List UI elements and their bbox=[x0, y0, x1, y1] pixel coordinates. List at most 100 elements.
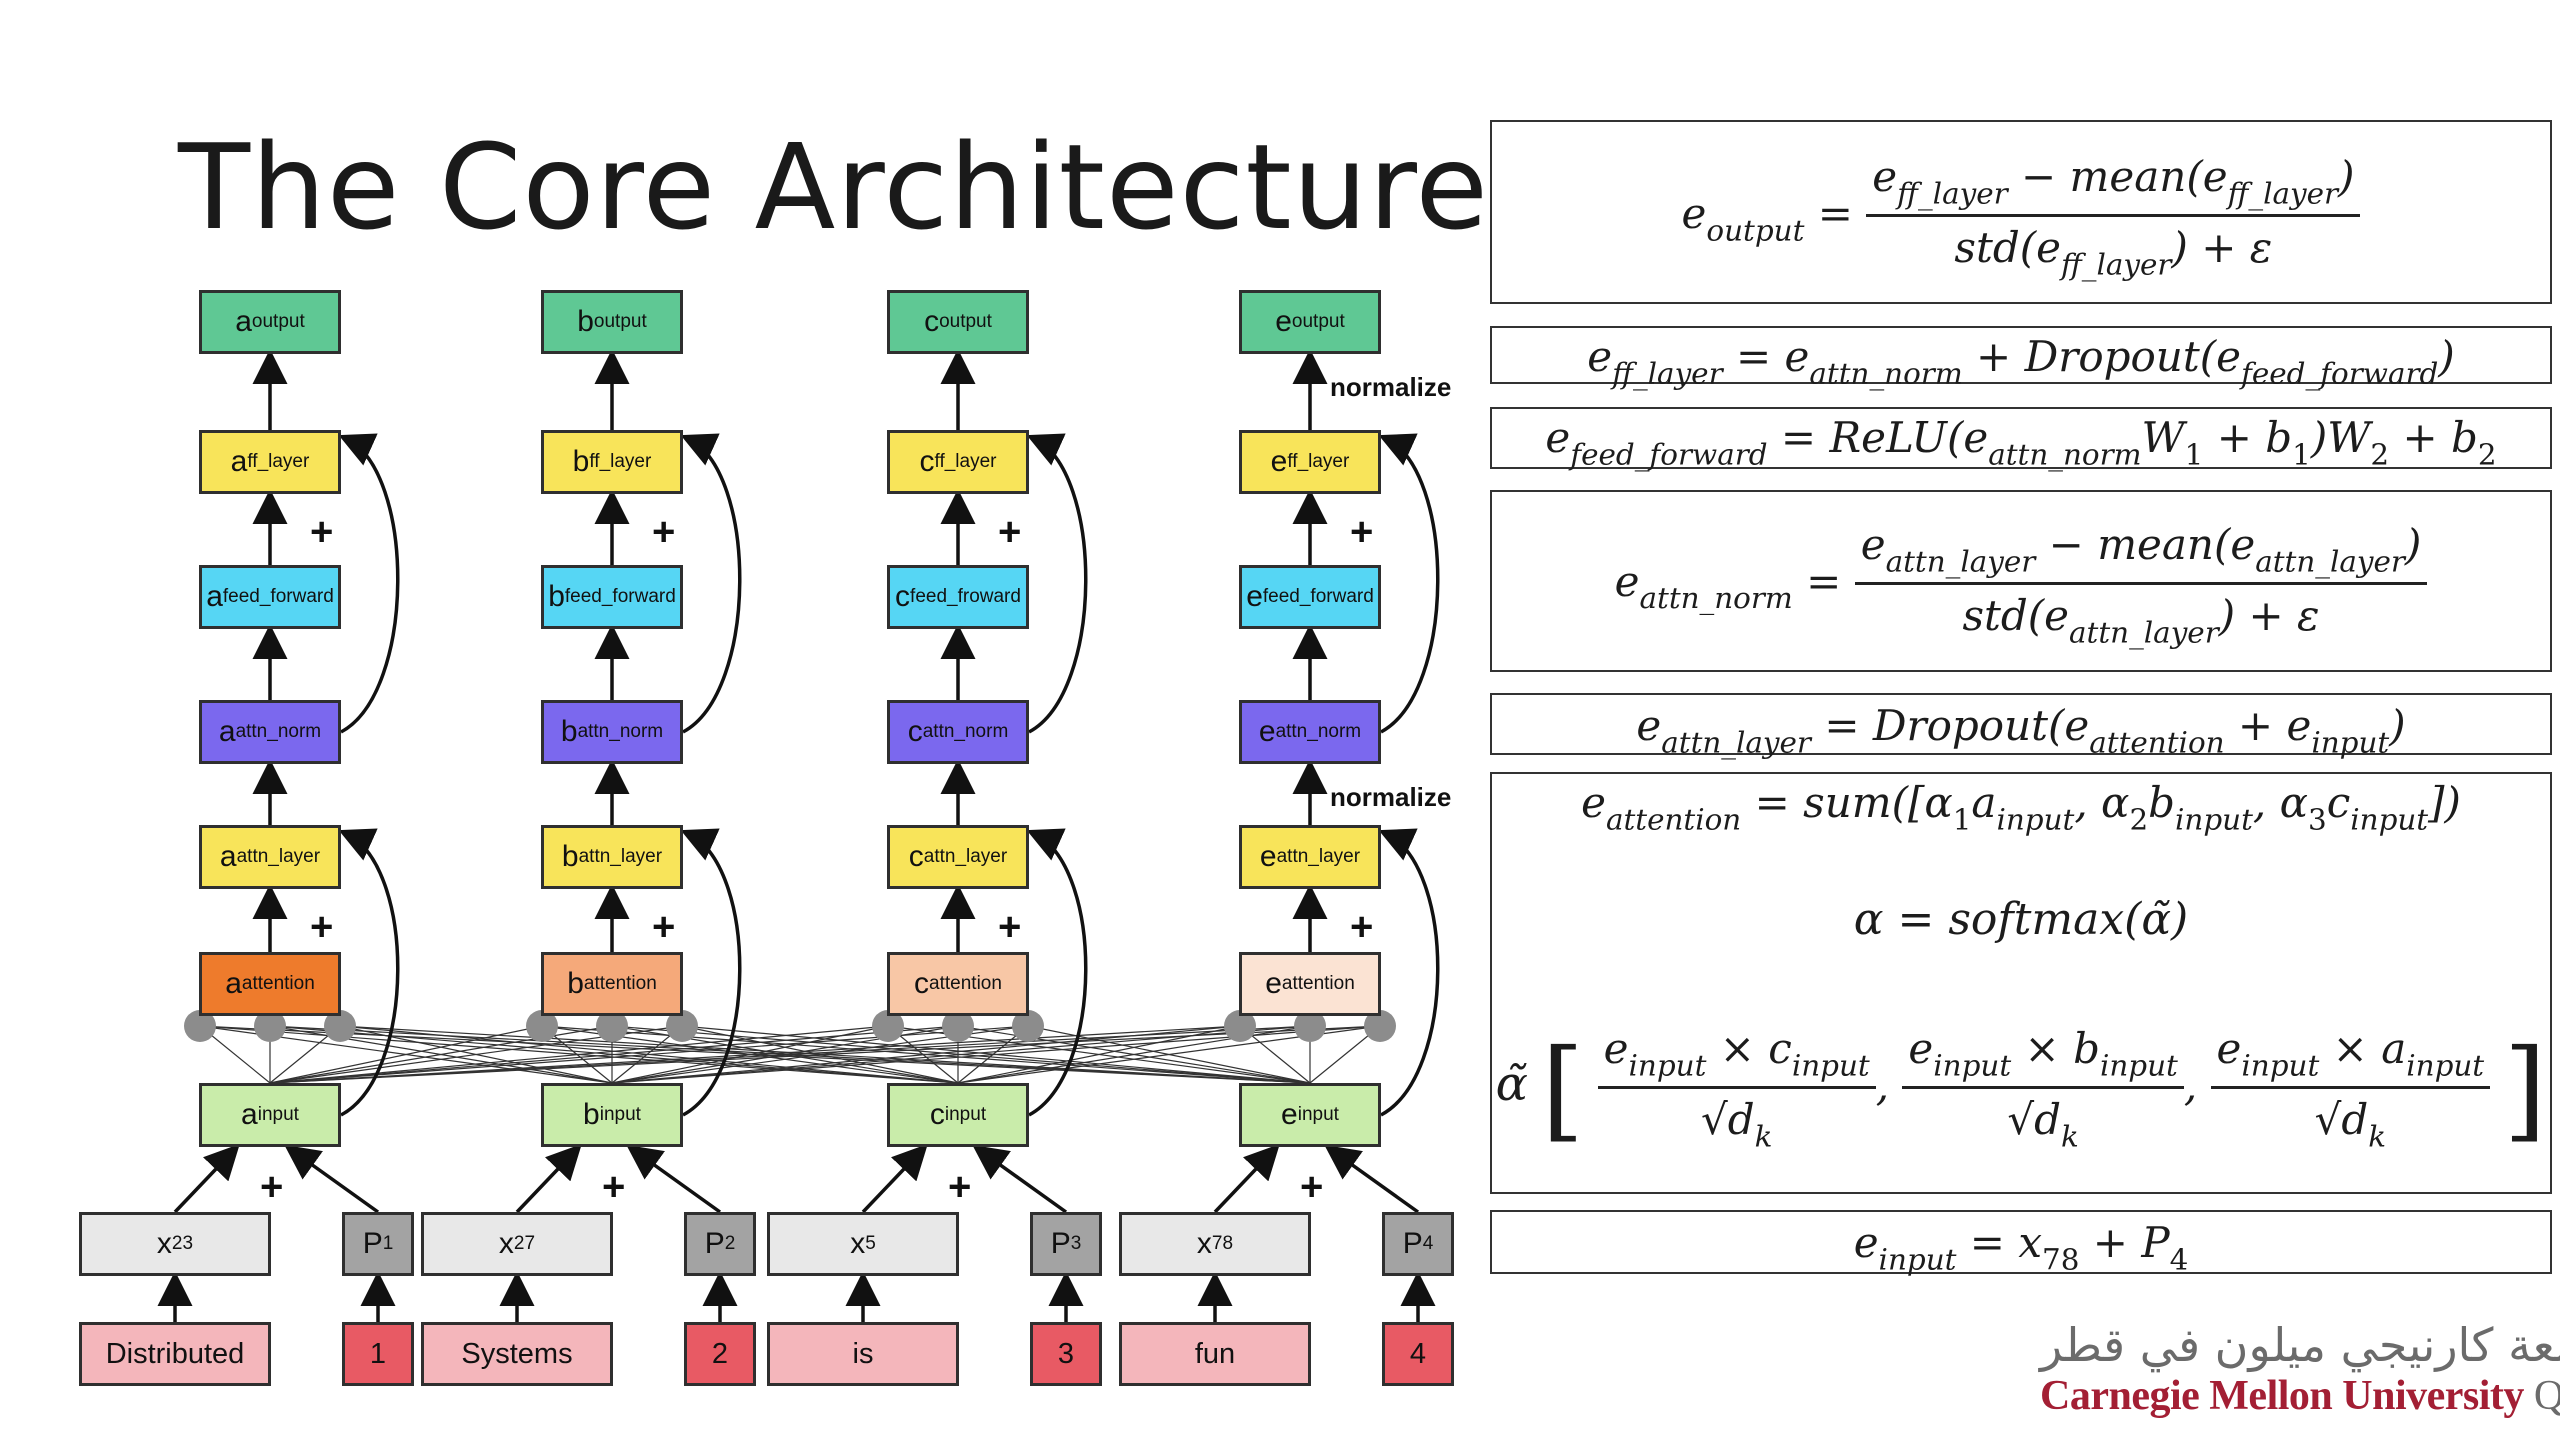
col-b-plus-input: + bbox=[602, 1165, 626, 1209]
col-e-residual-attn bbox=[1378, 828, 1440, 1117]
attention-node bbox=[1294, 1010, 1326, 1042]
col-e-residual-ff bbox=[1378, 433, 1440, 734]
attention-node bbox=[184, 1010, 216, 1042]
col-c-residual-attn bbox=[1026, 828, 1088, 1117]
equation-e-ff-layer: eff_layer = eattn_norm + Dropout(efeed_f… bbox=[1490, 326, 2552, 390]
col-c-arrow-pos-to-input bbox=[972, 1144, 1068, 1214]
col-b-word-box: Systems bbox=[421, 1322, 613, 1386]
attention-edge bbox=[611, 1025, 1311, 1084]
col-a-plus-ff: + bbox=[310, 510, 334, 554]
col-a-arrow-token-to-input bbox=[173, 1143, 240, 1214]
col-a-residual-ff bbox=[338, 433, 400, 734]
col-c-plus-input: + bbox=[948, 1165, 972, 1209]
attention-node bbox=[526, 1010, 558, 1042]
col-e-plus-attn: + bbox=[1350, 905, 1374, 949]
col-b-plus-attn: + bbox=[652, 905, 676, 949]
col-e-plus-ff: + bbox=[1350, 510, 1374, 554]
equation-e-attn-layer: eattn_layer = Dropout(eattention + einpu… bbox=[1490, 693, 2552, 759]
attention-node bbox=[942, 1010, 974, 1042]
attention-node bbox=[596, 1010, 628, 1042]
col-e-arrow-pos-to-input bbox=[1324, 1144, 1420, 1214]
cmu-qatar-logo-english: Carnegie Mellon University Qatar bbox=[2040, 1373, 2560, 1419]
attention-node bbox=[324, 1010, 356, 1042]
equation-e-output: eoutput = eff_layer − mean(eff_layer) st… bbox=[1490, 120, 2552, 304]
col-a-residual-attn bbox=[338, 828, 400, 1117]
normalize-label-attn: normalize bbox=[1330, 782, 1452, 812]
col-a-arrow-pos-to-input bbox=[284, 1144, 380, 1214]
col-a-position-number-box: 1 bbox=[342, 1322, 414, 1386]
normalize-label-output: normalize bbox=[1330, 372, 1452, 402]
col-c-arrow-token-to-input bbox=[861, 1143, 928, 1214]
col-c-plus-ff: + bbox=[998, 510, 1022, 554]
col-c-word-box: is bbox=[767, 1322, 959, 1386]
col-b-position-number-box: 2 bbox=[684, 1322, 756, 1386]
attention-node bbox=[666, 1010, 698, 1042]
col-c-plus-attn: + bbox=[998, 905, 1022, 949]
col-c-position-number-box: 3 bbox=[1030, 1322, 1102, 1386]
col-b-arrow-pos-to-input bbox=[626, 1144, 722, 1214]
cmu-qatar-logo-arabic: جامعة كارنيجي ميلون في قطر bbox=[2040, 1318, 2560, 1372]
attention-edge bbox=[199, 1025, 1311, 1084]
col-b-residual-ff bbox=[680, 433, 742, 734]
attention-edge bbox=[269, 1025, 1311, 1084]
col-e-position-number-box: 4 bbox=[1382, 1322, 1454, 1386]
col-b-residual-attn bbox=[680, 828, 742, 1117]
equation-e-feed-forward: efeed_forward = ReLU(eattn_normW1 + b1)W… bbox=[1490, 407, 2552, 471]
col-e-word-box: fun bbox=[1119, 1322, 1311, 1386]
col-c-residual-ff bbox=[1026, 433, 1088, 734]
col-e-arrow-token-to-input bbox=[1213, 1143, 1280, 1214]
attention-node bbox=[872, 1010, 904, 1042]
attention-edge bbox=[1027, 1025, 1311, 1084]
equation-e-input: einput = x78 + P4 bbox=[1490, 1210, 2552, 1276]
col-b-arrow-token-to-input bbox=[515, 1143, 582, 1214]
attention-edge bbox=[339, 1025, 1311, 1084]
attention-edge bbox=[681, 1025, 1311, 1084]
equation-e-attention: eattention = sum([α1ainput, α2binput, α3… bbox=[1490, 772, 2552, 1194]
equation-e-attn-norm: eattn_norm = eattn_layer − mean(eattn_la… bbox=[1490, 490, 2552, 672]
attention-node bbox=[1012, 1010, 1044, 1042]
col-a-word-box: Distributed bbox=[79, 1322, 271, 1386]
attention-node bbox=[254, 1010, 286, 1042]
attention-node bbox=[1224, 1010, 1256, 1042]
attention-edge bbox=[199, 1025, 959, 1084]
col-b-plus-ff: + bbox=[652, 510, 676, 554]
attention-node bbox=[1364, 1010, 1396, 1042]
col-a-plus-attn: + bbox=[310, 905, 334, 949]
slide-title: The Core Architecture bbox=[178, 118, 1489, 256]
col-e-plus-input: + bbox=[1300, 1165, 1324, 1209]
